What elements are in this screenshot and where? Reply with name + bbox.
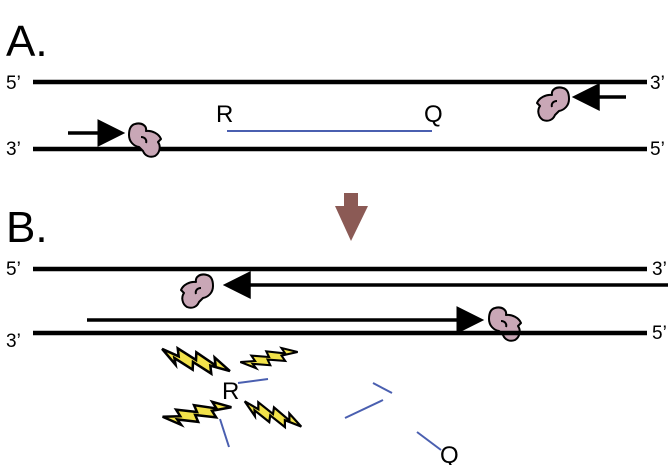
fluorescence-burst-icon <box>157 343 234 379</box>
quencher-label: Q <box>440 442 459 465</box>
bottom-strand-a: 3’ 5’ <box>6 139 665 160</box>
three-prime-label: 3’ <box>652 259 667 280</box>
panel-b-label: B. <box>6 203 48 252</box>
reporter-label: R <box>216 101 233 128</box>
panel-a: A. 5’ 3’ 3’ 5’ R Q <box>6 17 665 160</box>
released-reporter: R <box>157 341 306 448</box>
quencher-label: Q <box>424 101 443 128</box>
probe-fragment <box>344 399 384 419</box>
fluorescence-burst-icon <box>238 341 301 375</box>
panel-b: B. 5’ 3’ 3’ 5’ R <box>6 203 668 465</box>
panel-a-label: A. <box>6 17 48 66</box>
probe-fragment <box>372 382 393 394</box>
polymerase-icon <box>179 273 215 309</box>
polymerase-icon <box>127 122 163 158</box>
fluorescence-burst-icon <box>239 396 306 434</box>
three-prime-label: 3’ <box>6 139 21 160</box>
three-prime-label: 3’ <box>6 331 21 352</box>
polymerase-icon <box>535 86 571 122</box>
top-strand-a: 5’ 3’ <box>6 73 665 94</box>
five-prime-label: 5’ <box>6 73 21 94</box>
probe-fragment <box>219 418 230 448</box>
probe-a: R Q <box>216 101 443 132</box>
five-prime-label: 5’ <box>652 323 667 344</box>
three-prime-label: 3’ <box>650 73 665 94</box>
probe-fragment <box>416 431 442 451</box>
five-prime-label: 5’ <box>650 139 665 160</box>
transition-arrow <box>335 193 368 241</box>
top-strand-b: 5’ 3’ <box>6 259 667 280</box>
reporter-label: R <box>222 378 239 405</box>
probe-fragment <box>237 378 269 384</box>
polymerase-icon <box>487 306 523 342</box>
bottom-strand-b: 3’ 5’ <box>6 323 667 352</box>
five-prime-label: 5’ <box>6 259 21 280</box>
